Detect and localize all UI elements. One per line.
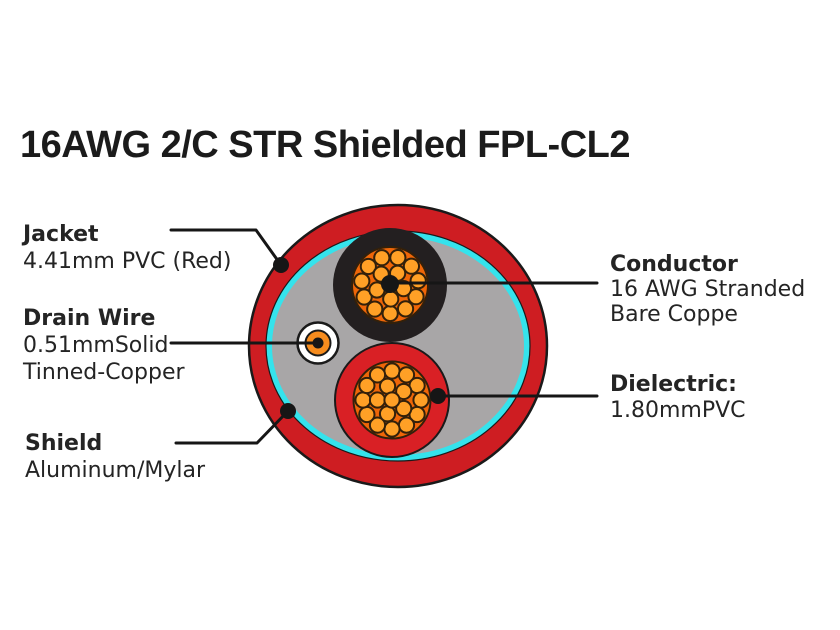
drain-wire-spec-material: Tinned-Copper — [23, 360, 185, 385]
top-conductor-strand — [402, 257, 421, 275]
top-conductor-strand — [409, 272, 427, 290]
bottom-conductor-strand — [397, 416, 416, 434]
shield-spec: Aluminum/Mylar — [25, 458, 206, 483]
shield-leader-dot — [280, 403, 296, 419]
jacket-leader-line — [169, 228, 283, 267]
page-title: 16AWG 2/C STR Shielded FPL-CL2 — [20, 124, 630, 166]
drain-wire-label: Drain Wire 0.51mmSolid Tinned-Copper — [23, 305, 185, 386]
bottom-conductor-strand — [383, 391, 401, 409]
shield-leader-line — [174, 409, 290, 445]
conductor-heading: Conductor — [610, 252, 738, 277]
top-conductor-strand — [389, 249, 407, 267]
jacket-leader-dot — [273, 257, 289, 273]
top-conductor-strand — [381, 304, 399, 323]
drain-wire-spec-size: 0.51mmSolid — [23, 333, 169, 358]
dielectric-label: Dielectric: 1.80mmPVC — [610, 372, 746, 424]
bottom-conductor-strand — [412, 391, 430, 409]
dielectric-heading: Dielectric: — [610, 372, 737, 397]
top-conductor-strand — [373, 249, 391, 267]
top-conductor-strand — [366, 300, 384, 318]
bottom-conductor-strand — [358, 405, 376, 424]
bottom-conductor-strand — [368, 366, 387, 384]
bottom-conductor-strand — [395, 399, 413, 418]
top-conductor-strand — [382, 290, 400, 308]
top-conductor-strand — [353, 272, 371, 290]
top-conductor-strand — [359, 257, 377, 276]
shield-label: Shield Aluminum/Mylar — [25, 430, 205, 484]
conductor-label: Conductor 16 AWG Stranded Bare Coppe — [610, 252, 805, 327]
conductor-leader-dot — [381, 275, 399, 293]
bottom-conductor-strand — [383, 362, 401, 380]
drain-leader-dot — [312, 337, 324, 349]
top-conductor-strand — [355, 288, 373, 306]
bottom-conductor-strand — [397, 366, 416, 384]
bottom-conductor-strand — [358, 376, 376, 395]
jacket-label: Jacket 4.41mm PVC (Red) — [23, 221, 231, 275]
top-conductor-strand — [396, 300, 415, 318]
top-conductor-strand — [407, 288, 425, 306]
conductor-spec-material: Bare Coppe — [610, 302, 738, 327]
bottom-conductor-strand — [368, 391, 387, 409]
bottom-conductor-strand — [368, 416, 387, 434]
drain-wire-heading: Drain Wire — [23, 306, 156, 331]
jacket-spec: 4.41mm PVC (Red) — [23, 249, 232, 274]
conductor-spec-gauge: 16 AWG Stranded — [610, 277, 806, 302]
jacket-heading: Jacket — [23, 222, 99, 247]
bottom-conductor-strand — [383, 420, 401, 438]
dielectric-leader-dot — [430, 388, 446, 404]
bottom-conductor-strand — [354, 391, 372, 409]
dielectric-spec: 1.80mmPVC — [610, 398, 746, 423]
shield-heading: Shield — [25, 431, 103, 456]
bottom-conductor-strand — [395, 382, 413, 401]
